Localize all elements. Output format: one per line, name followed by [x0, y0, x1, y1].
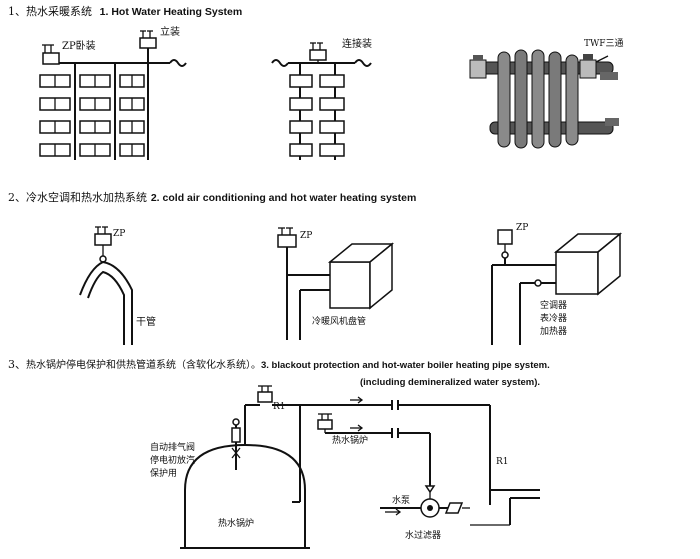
- label-fan-coil: 冷暖风机盘管: [312, 317, 367, 327]
- label-ac-line-2: 表冷器: [540, 314, 568, 324]
- label-connected: 连接装: [342, 39, 372, 50]
- section-2-number: 2、: [8, 191, 26, 204]
- zp-valve-2b-icon: [277, 227, 297, 248]
- label-twf-tee: TWF三通: [584, 39, 624, 49]
- panel-2b-fan-coil: [277, 227, 395, 340]
- zp-valve-2c-icon: [497, 229, 513, 259]
- label-r1-right: R1: [496, 457, 509, 467]
- zp-horizontal-valve-icon: [42, 44, 60, 65]
- section-3-title-en-2: (including demineralized water system).: [360, 377, 541, 388]
- label-r1-top: R1: [273, 402, 286, 412]
- label-hot-boiler-body: 热水锅炉: [218, 519, 255, 529]
- radiator-column-right: [289, 74, 345, 157]
- r1-valve-icon: [257, 385, 273, 403]
- water-pump-icon: [420, 480, 440, 518]
- section-2-title-en: 2. cold air conditioning and hot water h…: [150, 192, 417, 204]
- label-auto-vent-3: 保护用: [150, 469, 178, 479]
- label-zp-2c: ZP: [516, 223, 529, 233]
- panel-2c-air-conditioner: [491, 229, 623, 345]
- section-1-number: 1、: [8, 5, 26, 18]
- water-filter-icon: [444, 502, 470, 514]
- label-zp-2a: ZP: [113, 229, 126, 239]
- section-2-header: 2、冷水空调和热水加热系统 2. cold air conditioning a…: [8, 192, 416, 204]
- label-water-filter: 水过滤器: [405, 531, 442, 541]
- label-main-pipe: 干管: [136, 317, 156, 328]
- boiler-valve-icon: [317, 413, 333, 433]
- label-vertical: 立装: [160, 27, 180, 38]
- section-1-title-zh: 热水采暖系统: [26, 5, 92, 18]
- section-1-header: 1、热水采暖系统 1. Hot Water Heating System: [8, 6, 242, 18]
- panel-1c-radiator-illustration: [469, 49, 619, 149]
- label-ac-line-1: 空调器: [540, 301, 568, 311]
- label-auto-vent-1: 自动排气阀: [150, 443, 196, 453]
- section-1-title-en: 1. Hot Water Heating System: [99, 6, 243, 18]
- label-hot-boiler-valve: 热水锅炉: [332, 436, 369, 446]
- label-ac-line-3: 加热器: [540, 327, 568, 337]
- zp-valve-2a-icon: [94, 226, 112, 263]
- panel-3-boiler-system: [180, 385, 540, 549]
- label-zp-2b: ZP: [300, 231, 313, 241]
- auto-vent-valve-icon: [231, 418, 241, 470]
- section-3-title-en: 3. blackout protection and hot-water boi…: [261, 360, 550, 371]
- label-zp-horizontal: ZP卧装: [62, 41, 96, 52]
- section-2-title-zh: 冷水空调和热水加热系统: [26, 191, 147, 204]
- section-3-subtitle: (including demineralized water system).: [360, 372, 540, 388]
- section-3-number: 3、: [8, 358, 26, 371]
- zp-vertical-valve-icon: [139, 30, 157, 49]
- section-3-header: 3、热水锅炉停电保护和供热管道系统（含软化水系统）。3. blackout pr…: [8, 359, 550, 371]
- label-water-pump: 水泵: [392, 496, 411, 506]
- radiator-column-left: [39, 74, 145, 157]
- zp-connected-valve-icon: [309, 42, 327, 63]
- panel-2a-main-pipe: [79, 226, 133, 345]
- panel-1a-radiator-system: [39, 30, 187, 160]
- panel-1b-radiator-system: [271, 42, 372, 160]
- label-auto-vent-2: 停电初放汽: [150, 456, 196, 466]
- section-3-title-zh: 热水锅炉停电保护和供热管道系统（含软化水系统）。: [26, 360, 261, 371]
